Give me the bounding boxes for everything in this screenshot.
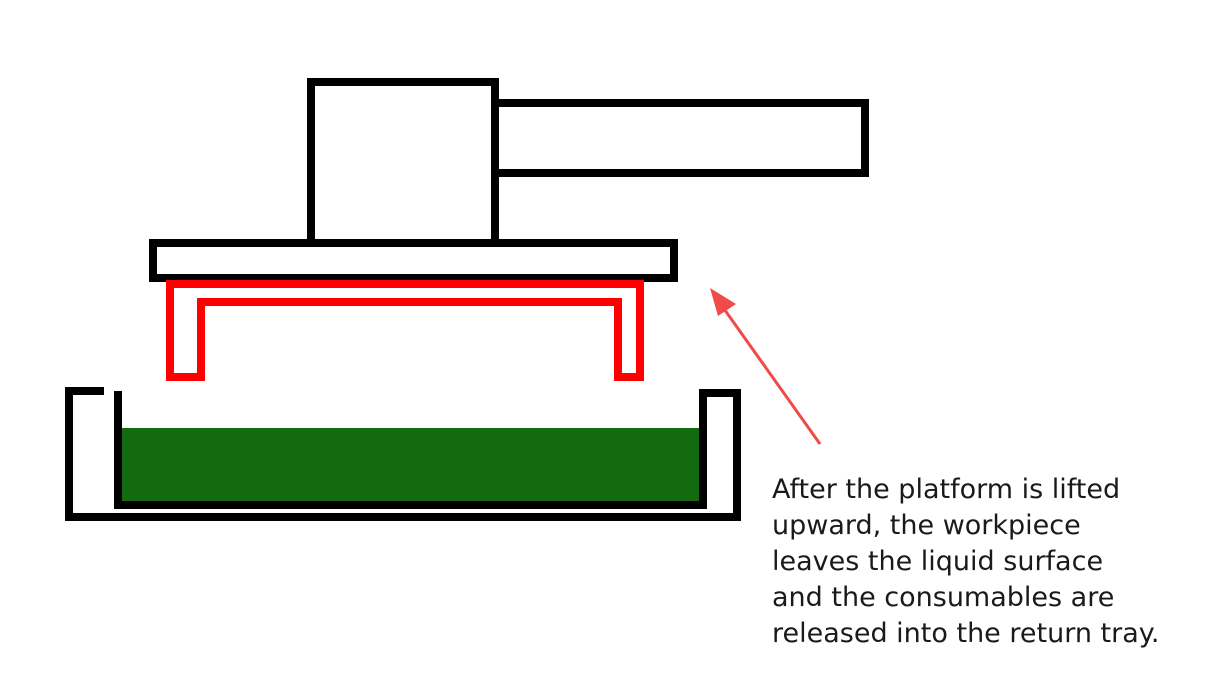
caption-line-1: After the platform is lifted	[772, 474, 1121, 505]
resin-liquid	[118, 428, 701, 503]
annotation-text: After the platform is lifted upward, the…	[772, 472, 1212, 652]
pointer-arrow-head	[710, 288, 736, 316]
motor-block	[307, 78, 499, 250]
return-tray	[65, 387, 741, 521]
lifting-arm	[491, 99, 869, 177]
caption-line-5: released into the return tray.	[772, 618, 1160, 649]
caption-line-4: and the consumables are	[772, 582, 1115, 613]
caption-line-3: leaves the liquid surface	[772, 546, 1104, 577]
caption-line-2: upward, the workpiece	[772, 510, 1081, 541]
workpiece	[166, 280, 644, 381]
pointer-arrow-shaft	[720, 305, 822, 445]
build-platform	[149, 239, 678, 282]
